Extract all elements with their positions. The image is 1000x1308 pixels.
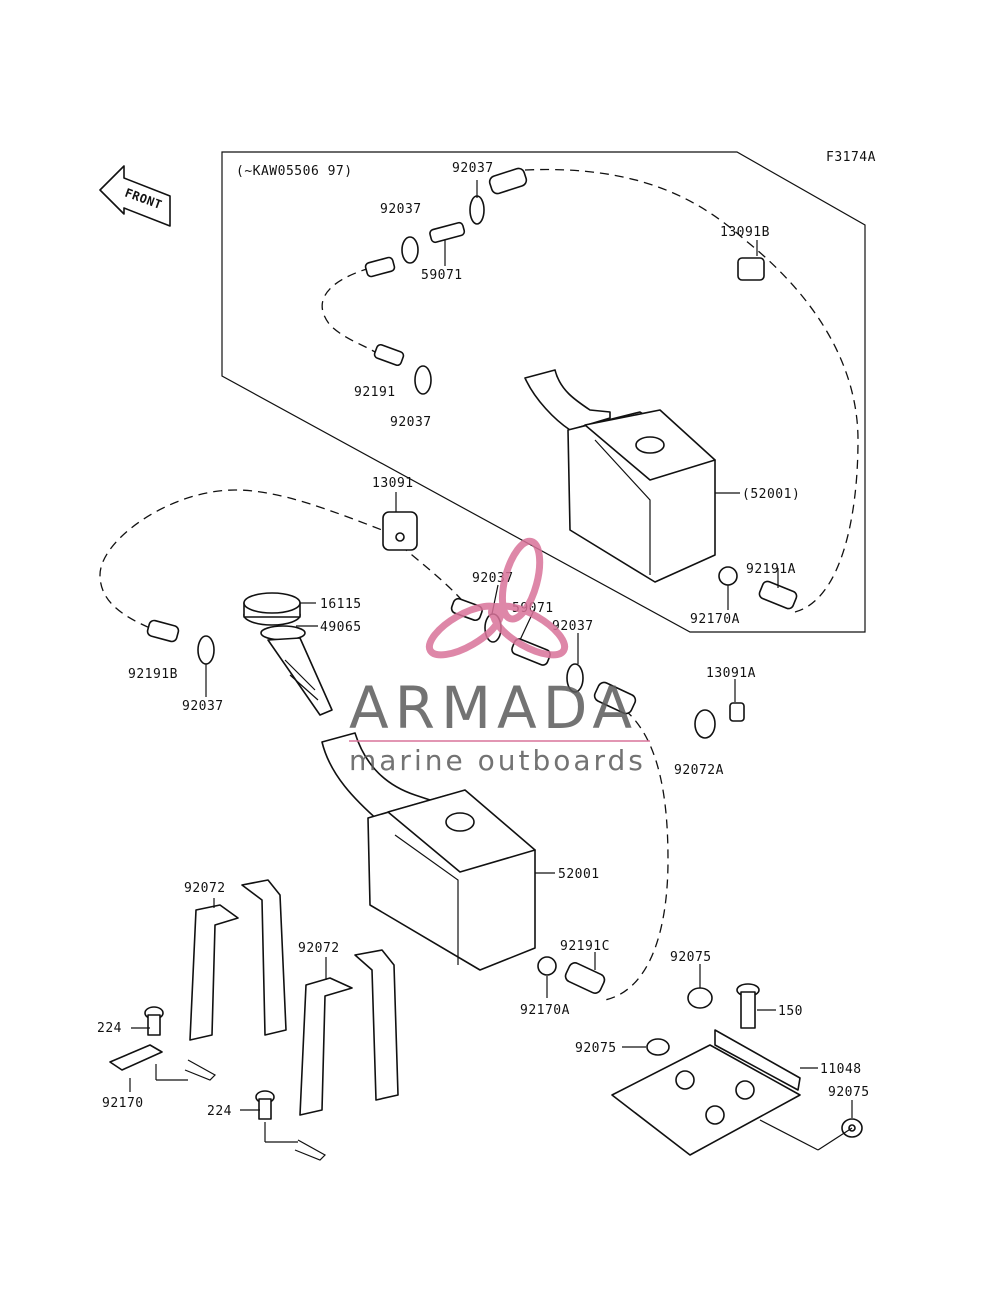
label-92037-e: 92037 <box>552 619 594 634</box>
clamp-92037-inset-bottom <box>414 365 432 395</box>
hose-92191B <box>146 619 180 643</box>
label-92170: 92170 <box>102 1096 144 1111</box>
hose-right-upper <box>593 681 637 715</box>
strap-92072-right <box>294 949 399 1161</box>
clamp-92037-right <box>566 663 584 693</box>
inset-note: (~KAW05506 97) <box>236 164 353 179</box>
clamp-92037-left <box>197 635 215 665</box>
hose-mid-inset <box>364 256 396 278</box>
watermark-tagline: marine outboards <box>349 744 646 777</box>
hose-92191-inset <box>373 343 405 367</box>
label-92072-b: 92072 <box>298 941 340 956</box>
watermark-brand: ARMADA <box>349 674 638 742</box>
damper-13091B-inset <box>737 257 765 281</box>
label-224-b: 224 <box>207 1104 232 1119</box>
strap-92072-left <box>184 879 287 1081</box>
band-92072A <box>694 709 716 739</box>
label-92191A: 92191A <box>746 562 796 577</box>
label-52001: 52001 <box>558 867 600 882</box>
label-92191B: 92191B <box>128 667 178 682</box>
hose-92191C <box>564 962 606 994</box>
label-224-a: 224 <box>97 1021 122 1036</box>
armada-logo-icon <box>425 537 569 659</box>
bolt-224-a <box>144 1006 164 1036</box>
label-92037-b: 92037 <box>380 202 422 217</box>
front-arrow-icon: FRONT <box>99 165 171 227</box>
oil-tank-52001 <box>321 732 536 971</box>
label-49065: 49065 <box>320 620 362 635</box>
label-92191: 92191 <box>354 385 396 400</box>
label-150: 150 <box>778 1004 803 1019</box>
inset-frame <box>221 151 866 633</box>
label-92170A-a: 92170A <box>690 612 740 627</box>
plate-92170 <box>109 1044 163 1071</box>
bracket-11048 <box>611 1029 801 1156</box>
main-hose-right <box>604 709 669 1001</box>
hose-92191A-inset <box>758 580 798 610</box>
label-92072-a: 92072 <box>184 881 226 896</box>
filler-neck-49065 <box>260 625 333 716</box>
bolt-150 <box>736 983 760 1029</box>
label-13091A: 13091A <box>706 666 756 681</box>
filler-cap-16115 <box>243 592 301 626</box>
label-92037-a: 92037 <box>452 161 494 176</box>
main-hose-center <box>399 544 471 611</box>
label-13091B: 13091B <box>720 225 770 240</box>
clip-13091A <box>729 702 745 722</box>
label-92037-f: 92037 <box>182 699 224 714</box>
label-92075-b: 92075 <box>575 1041 617 1056</box>
main-hose-left <box>99 489 396 629</box>
bolt-224-b <box>255 1090 275 1120</box>
inset-hose-right <box>524 168 859 613</box>
label-13091: 13091 <box>372 476 414 491</box>
clamp-92037-inset-mid <box>401 236 419 264</box>
inset-hose-left <box>321 267 381 356</box>
label-92037-c: 92037 <box>390 415 432 430</box>
clamp-92170A <box>537 956 557 976</box>
diagram-id: F3174A <box>826 150 876 165</box>
damper-13091 <box>382 511 418 551</box>
label-11048: 11048 <box>820 1062 862 1077</box>
label-52001-paren: (52001) <box>742 487 800 502</box>
label-92191C: 92191C <box>560 939 610 954</box>
clamp-92170A-inset <box>718 566 738 586</box>
washer-92075-b <box>646 1038 670 1056</box>
washer-92075-a <box>687 987 713 1009</box>
clamp-92037-inset-top <box>469 195 485 225</box>
hose-upper-inset <box>488 167 528 195</box>
label-59071-a: 59071 <box>421 268 463 283</box>
oil-tank-inset <box>524 369 716 583</box>
label-92170A-b: 92170A <box>520 1003 570 1018</box>
label-92075-a: 92075 <box>670 950 712 965</box>
joint-59071-inset <box>429 221 466 244</box>
label-92075-c: 92075 <box>828 1085 870 1100</box>
label-16115: 16115 <box>320 597 362 612</box>
label-92072A: 92072A <box>674 763 724 778</box>
